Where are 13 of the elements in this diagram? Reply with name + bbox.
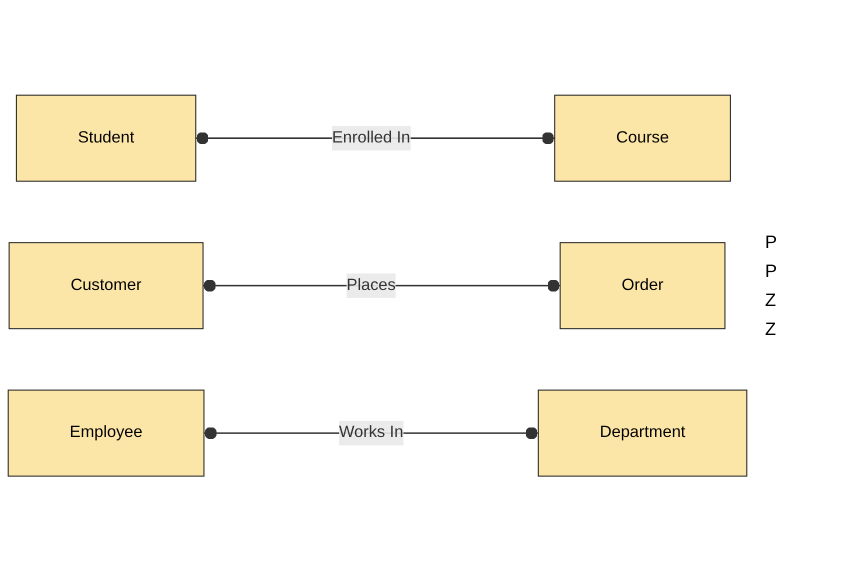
edge-label: Works In	[338, 424, 404, 442]
end-label: P	[765, 260, 778, 282]
node-box: Order	[560, 242, 726, 330]
node-box: Course	[554, 94, 731, 182]
node-box: Student	[16, 94, 196, 182]
end-label: Z	[765, 318, 777, 340]
edge-label: Places	[346, 276, 396, 294]
node-box: Employee	[8, 389, 204, 476]
node-box: Department	[538, 389, 748, 476]
end-label: Z	[765, 290, 777, 310]
end-label: P	[765, 232, 778, 252]
edge-label: Enrolled In	[332, 128, 410, 146]
node-box: Customer	[8, 242, 204, 330]
